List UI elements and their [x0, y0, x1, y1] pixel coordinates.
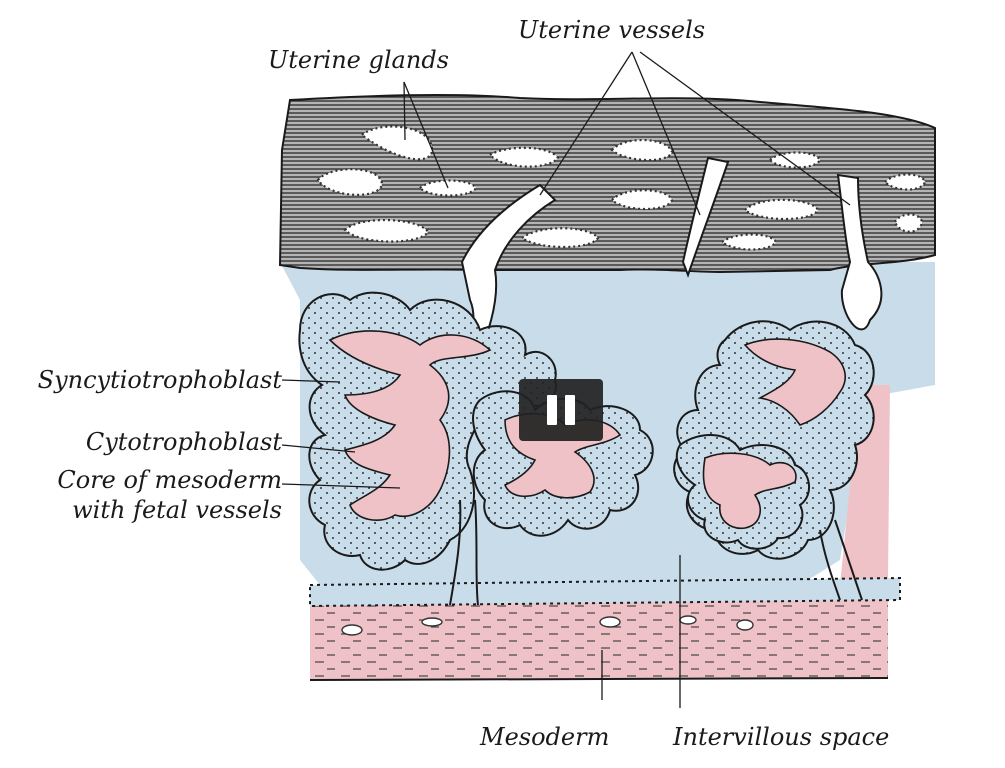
gland-10 — [720, 233, 778, 251]
uterine-glands — [316, 125, 927, 251]
gland-9 — [743, 198, 820, 221]
mesoderm-lacunae — [341, 615, 754, 636]
chorionic-plate-bottom-edge — [309, 677, 889, 681]
label-cytotrophoblast: Cytotrophoblast — [86, 428, 283, 456]
gland-13 — [893, 213, 924, 233]
chorionic-plate-mesoderm — [310, 590, 888, 680]
leader-lines — [281, 51, 851, 708]
gland-4 — [343, 219, 430, 243]
pause-button[interactable] — [519, 379, 603, 441]
chorionic-plate-trophoblast — [309, 576, 901, 608]
gland-8 — [610, 189, 674, 210]
gland-7 — [610, 138, 674, 162]
uterine-vessel-channels — [460, 156, 883, 374]
label-with-fetal-vessels: with fetal vessels — [72, 496, 282, 524]
stem-villi — [449, 499, 863, 606]
vessel-2 — [681, 156, 730, 278]
gland-2 — [316, 168, 384, 196]
gland-6 — [520, 227, 600, 249]
label-syncytiotrophoblast: Syncytiotrophoblast — [38, 366, 283, 394]
vessel-3 — [836, 173, 883, 331]
label-uterine-glands: Uterine glands — [268, 46, 449, 74]
label-core-of-mesoderm: Core of mesoderm — [57, 466, 282, 494]
label-mesoderm: Mesoderm — [479, 723, 609, 751]
gland-5 — [488, 146, 560, 168]
label-intervillous-space: Intervillous space — [672, 723, 889, 751]
label-uterine-vessels: Uterine vessels — [518, 16, 705, 44]
chorionic-side-wall — [840, 385, 890, 585]
gland-12 — [883, 173, 927, 191]
